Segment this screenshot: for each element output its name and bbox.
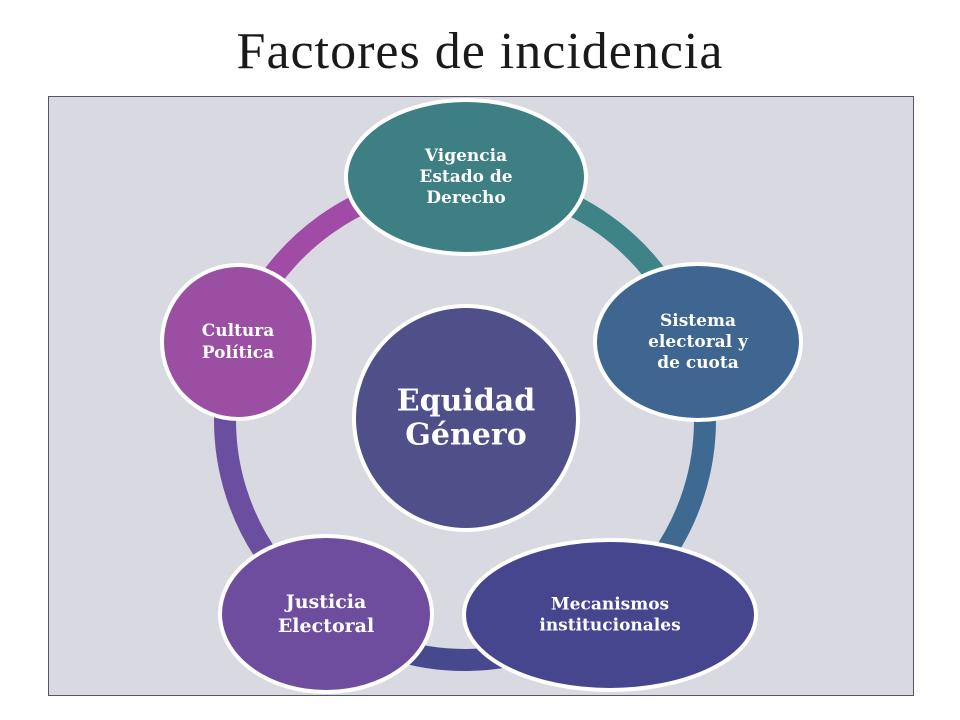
node-sistema-shape: [593, 262, 803, 422]
node-vigencia-shape: [344, 98, 588, 256]
node-sistema-label-line: de cuota: [657, 353, 739, 373]
page-title: Factores de incidencia: [236, 23, 724, 80]
node-sistema-label-line: electoral y: [648, 332, 749, 352]
node-justicia-label-line: Electoral: [278, 615, 374, 637]
node-cultura-label-line: Política: [202, 343, 274, 363]
node-mecanismos-label-line: institucionales: [539, 616, 680, 636]
node-vigencia-label-line: Vigencia: [424, 146, 507, 166]
center-node-label-line: Género: [405, 418, 526, 453]
center-node-label-line: Equidad: [397, 384, 535, 419]
node-mecanismos-label-line: Mecanismos: [551, 595, 669, 615]
node-justicia-shape: [218, 534, 434, 694]
node-vigencia-label-line: Estado de: [419, 167, 512, 187]
node-vigencia-label-line: Derecho: [426, 188, 505, 208]
node-cultura-label-line: Cultura: [202, 321, 275, 341]
node-sistema-label-line: Sistema: [660, 311, 736, 331]
node-cultura-shape: [160, 263, 316, 421]
node-mecanismos-shape: [462, 538, 758, 692]
center-node-shape: [352, 304, 580, 532]
node-justicia-label-line: Justicia: [284, 591, 367, 613]
